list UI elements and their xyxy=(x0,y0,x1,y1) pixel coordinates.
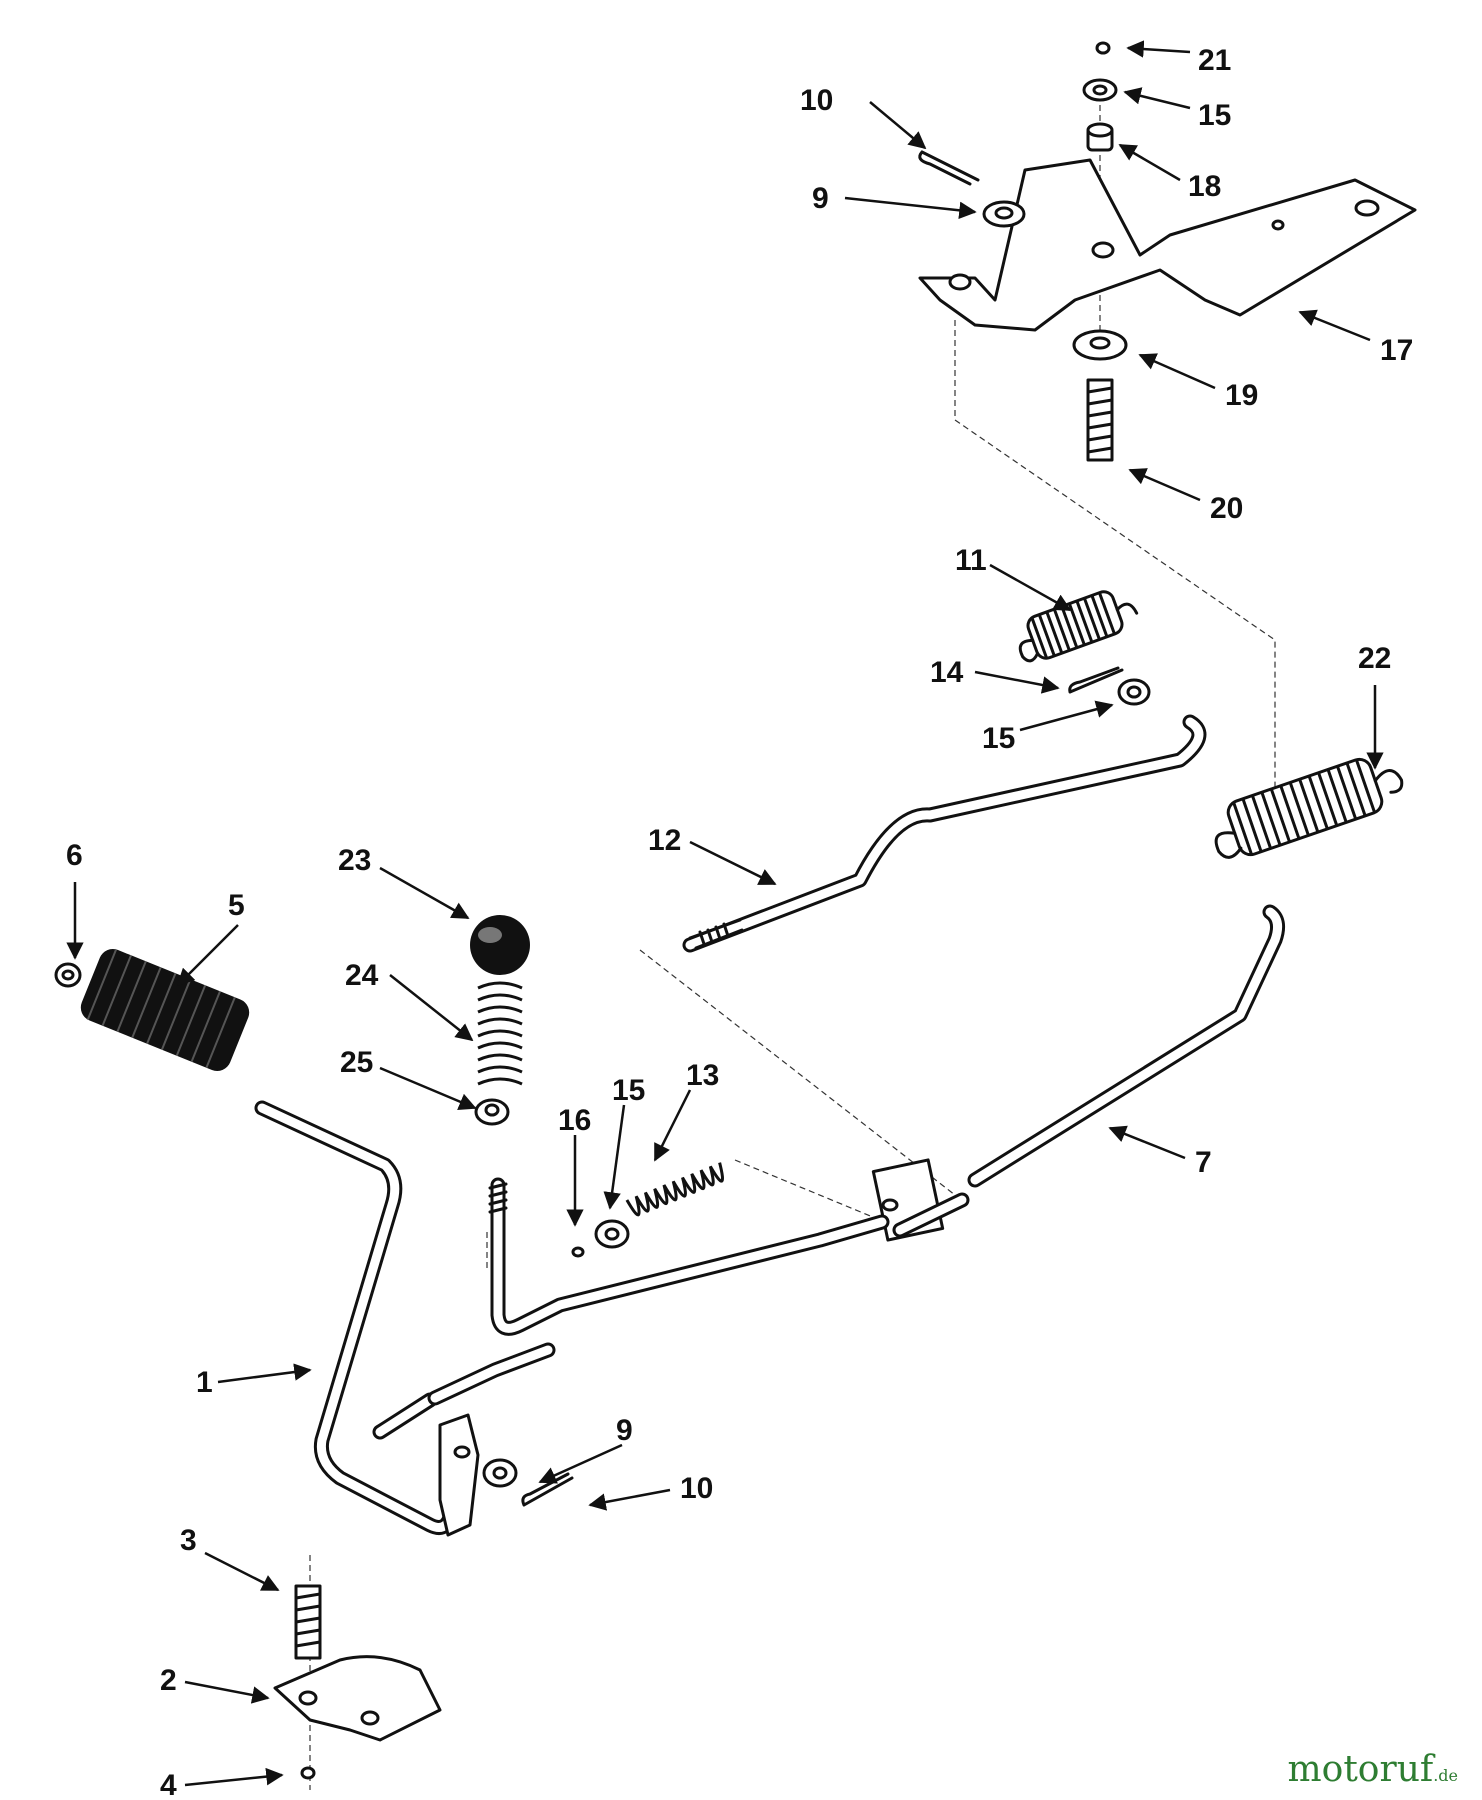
callout-arrows xyxy=(66,40,1384,1787)
callout-23: 23 xyxy=(338,844,371,877)
callout-16: 16 xyxy=(558,1104,591,1137)
extension-spring-large xyxy=(1214,757,1404,859)
shift-rod xyxy=(488,1177,890,1336)
callout-25: 25 xyxy=(340,1046,373,1079)
callout-14: 14 xyxy=(930,656,964,689)
callout-9-upper: 9 xyxy=(812,182,829,215)
callout-2: 2 xyxy=(160,1664,177,1697)
watermark-suffix: .de xyxy=(1433,1766,1458,1785)
callout-15-lower: 15 xyxy=(612,1074,645,1107)
callout-12: 12 xyxy=(648,824,681,857)
upper-hardware xyxy=(918,41,1128,462)
callout-15-mid: 15 xyxy=(982,722,1015,755)
watermark-text: motoruf xyxy=(1287,1749,1434,1790)
callout-1: 1 xyxy=(196,1366,213,1399)
callout-21: 21 xyxy=(1198,44,1231,77)
shift-knob-assembly xyxy=(470,915,530,1126)
compression-spring-stack xyxy=(571,1162,724,1258)
callout-24: 24 xyxy=(345,959,379,992)
callout-4: 4 xyxy=(160,1769,177,1800)
brake-rod xyxy=(871,904,1286,1242)
callout-9-lower: 9 xyxy=(616,1414,633,1447)
callout-15-upper: 15 xyxy=(1198,99,1231,132)
callout-10-lower: 10 xyxy=(680,1472,713,1505)
mounting-plate xyxy=(918,158,1417,332)
callout-labels: 21 15 18 10 9 17 19 20 11 14 15 22 12 7 … xyxy=(66,44,1413,1800)
callout-6: 6 xyxy=(66,839,83,872)
callout-11: 11 xyxy=(955,544,987,577)
pedal-pad xyxy=(54,948,250,1071)
assembly-guide-lines xyxy=(309,105,1276,1790)
callout-18: 18 xyxy=(1188,170,1221,203)
callout-13: 13 xyxy=(686,1059,719,1092)
callout-7: 7 xyxy=(1195,1146,1212,1179)
callout-22: 22 xyxy=(1358,642,1391,675)
extension-spring-small xyxy=(1018,590,1151,706)
callout-3: 3 xyxy=(180,1524,197,1557)
callout-10-upper: 10 xyxy=(800,84,833,117)
callout-19: 19 xyxy=(1225,379,1258,412)
callout-17: 17 xyxy=(1380,334,1413,367)
clutch-rod xyxy=(682,714,1207,953)
callout-5: 5 xyxy=(228,889,245,922)
callout-20: 20 xyxy=(1210,492,1243,525)
lower-bracket-hardware xyxy=(273,1584,442,1780)
watermark-logo: motoruf.de xyxy=(1288,1749,1458,1790)
pedal-rod xyxy=(254,1100,574,1537)
